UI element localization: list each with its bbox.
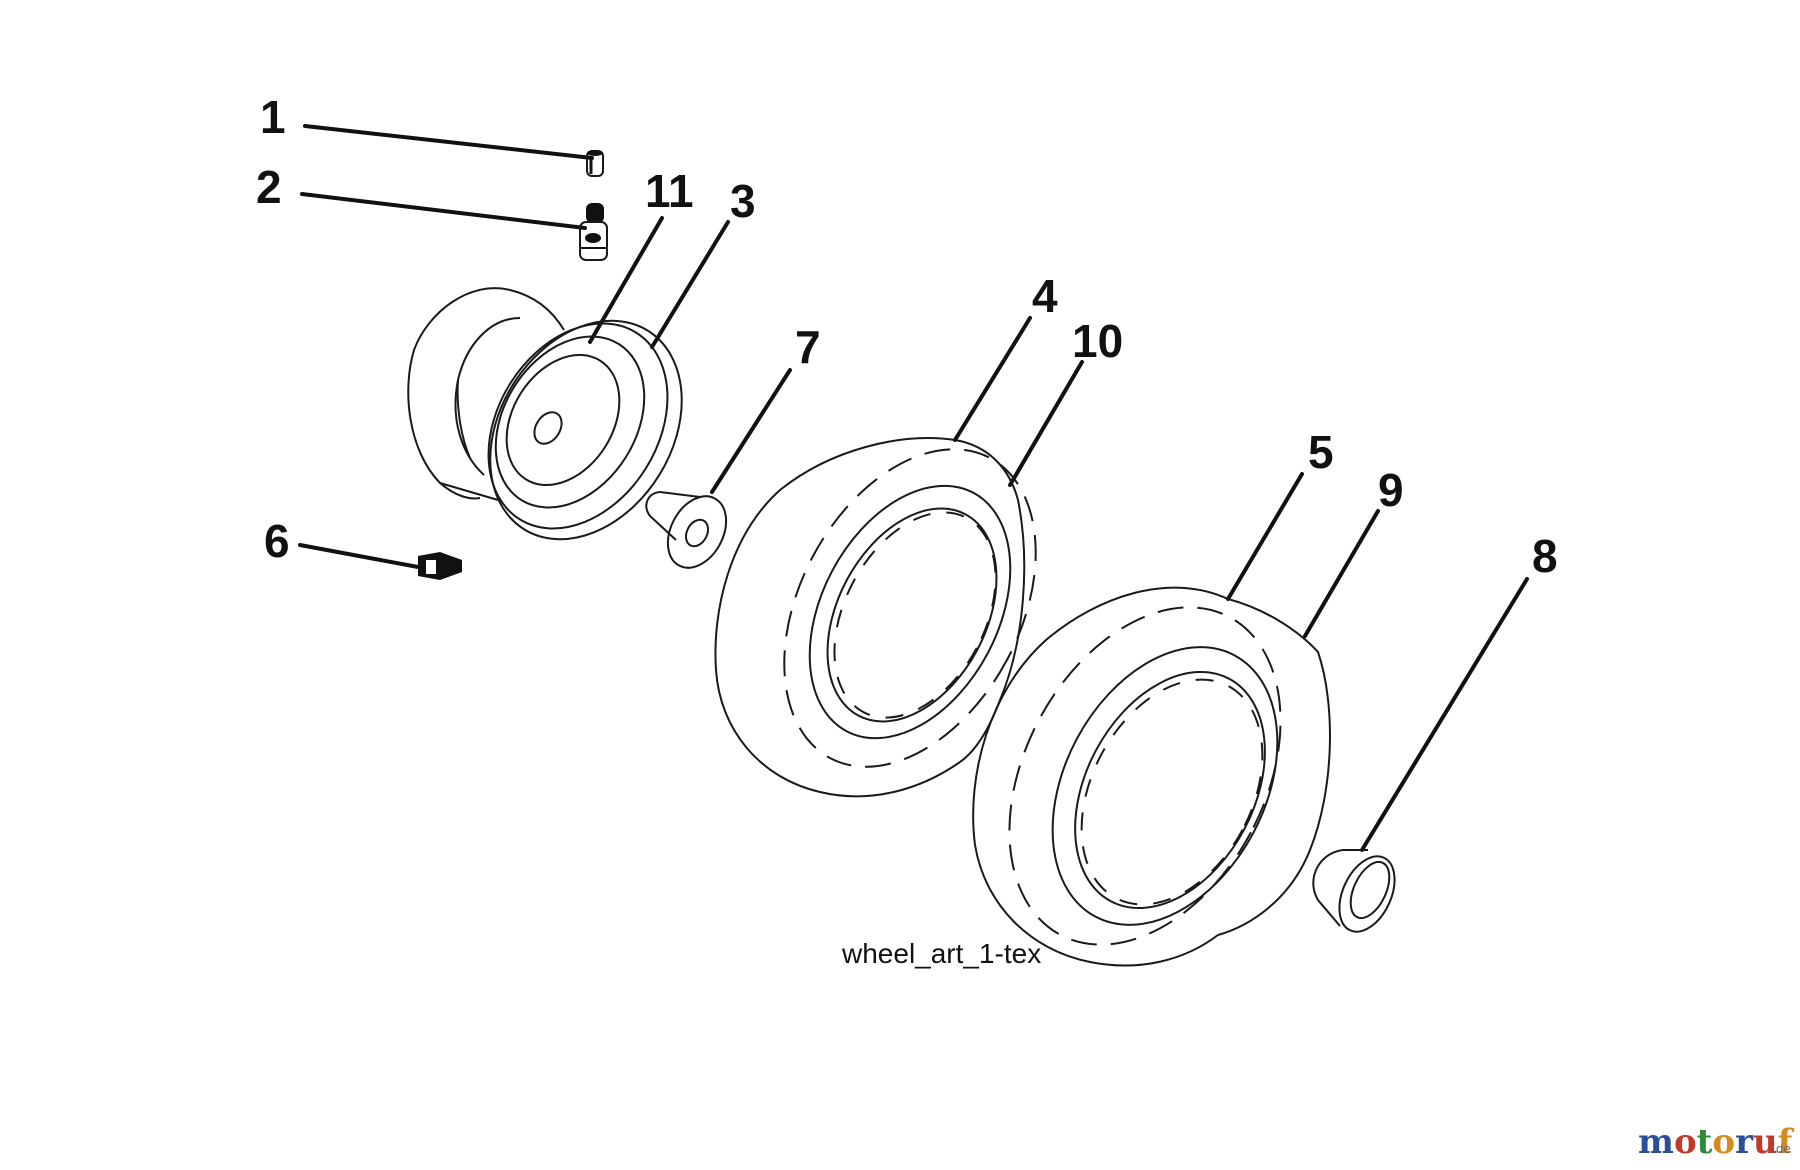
leader-7 [710, 368, 792, 494]
leader-10 [1008, 360, 1084, 487]
part-6-fitting [418, 552, 462, 580]
leader-5 [1226, 472, 1304, 601]
callout-5: 5 [1308, 426, 1334, 478]
watermark-letter: m [1638, 1122, 1674, 1162]
leader-3 [650, 220, 730, 349]
leader-1 [303, 124, 594, 160]
watermark-letter: o [1712, 1122, 1735, 1162]
part-1-nut [586, 150, 604, 177]
part-4-tire [714, 437, 1037, 798]
leader-4 [953, 316, 1032, 442]
part-11-rim [407, 287, 683, 541]
artwork-label: wheel_art_1-tex [841, 938, 1041, 969]
callout-numbers: 1 2 3 4 5 6 7 8 9 10 11 [256, 91, 1558, 582]
part-7-bushing [645, 491, 728, 569]
leader-2 [300, 192, 587, 230]
callout-8: 8 [1532, 530, 1558, 582]
leader-lines [298, 124, 1529, 852]
callout-1: 1 [260, 91, 286, 143]
callout-11: 11 [645, 165, 694, 217]
watermark-letter: t [1697, 1122, 1713, 1162]
watermark-letter: u [1753, 1122, 1778, 1162]
watermark-text: motoruf [1638, 1122, 1795, 1162]
watermark-letter: r [1735, 1122, 1754, 1162]
leader-9 [1303, 509, 1380, 638]
leader-6 [298, 543, 420, 569]
callout-2: 2 [256, 161, 282, 213]
part-8-hubcap [1312, 849, 1396, 933]
callout-10: 10 [1072, 315, 1123, 367]
part-2-valve-stem [579, 203, 608, 261]
leader-8 [1360, 577, 1529, 852]
callout-6: 6 [264, 515, 290, 567]
part-5-tire [972, 586, 1331, 967]
callout-9: 9 [1378, 464, 1404, 516]
watermark-tld: .de [1772, 1142, 1791, 1156]
callout-3: 3 [730, 175, 756, 227]
callout-7: 7 [795, 321, 821, 373]
callout-4: 4 [1032, 270, 1058, 322]
watermark-letter: o [1674, 1122, 1697, 1162]
watermark: motoruf .de [1638, 1122, 1795, 1162]
watermark-letter: f [1778, 1122, 1795, 1162]
